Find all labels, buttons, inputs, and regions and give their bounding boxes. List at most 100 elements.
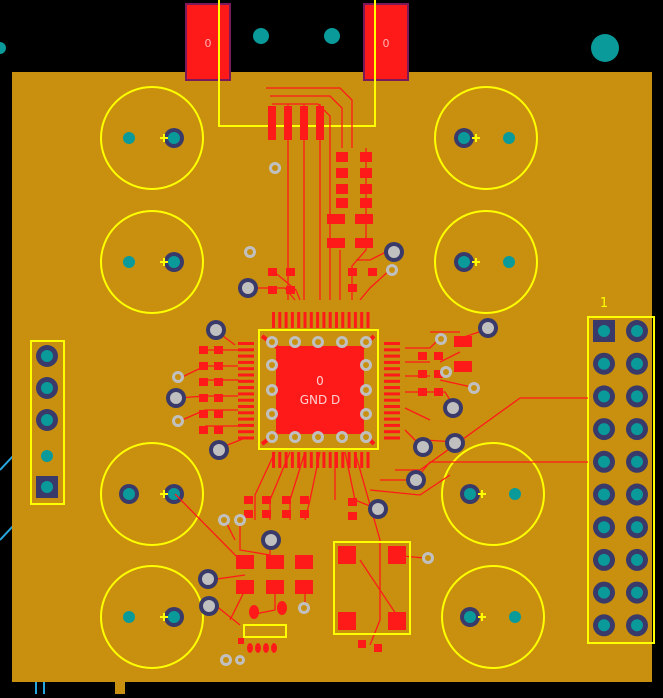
qfn-pin (309, 312, 313, 328)
via-hole (443, 369, 449, 375)
via-ring (482, 322, 494, 334)
header-hole (631, 521, 643, 534)
header-hole (598, 619, 610, 632)
via-ring (449, 437, 461, 449)
header-hole (598, 553, 610, 566)
via-hole (221, 517, 227, 523)
qfn-pin (284, 312, 288, 328)
qfn-pin (303, 312, 307, 328)
qfn-pin (303, 452, 307, 468)
qfn-pin (284, 452, 288, 468)
via-hole (237, 517, 243, 523)
qfn-pin (341, 452, 345, 468)
qfn-pin (278, 452, 282, 468)
via-hole (425, 555, 431, 561)
via-hole (301, 605, 307, 611)
qfn-pin (335, 312, 338, 328)
qfn-pin (384, 423, 400, 427)
header-hole (631, 390, 643, 403)
thermal-via-hole (363, 434, 369, 440)
usb-silkscreen (218, 0, 376, 127)
board-tab (115, 680, 125, 694)
qfn-pin (238, 342, 254, 345)
header-hole (598, 423, 610, 436)
qfn-pin (384, 392, 400, 396)
thermal-via-hole (269, 339, 275, 345)
qfn-pin (353, 452, 357, 468)
top-vias (0, 28, 619, 62)
via-ring (410, 474, 422, 486)
thermal-via-hole (269, 387, 275, 393)
header-hole (598, 455, 610, 468)
qfn-pin (384, 436, 400, 440)
via-ring (265, 534, 277, 546)
header-hole (631, 619, 643, 632)
usb-pad-left-label: 0 (205, 37, 212, 50)
qfn-pin (384, 360, 400, 364)
right-header: 1 (587, 296, 655, 644)
qfn-pin (238, 354, 254, 358)
header-hole (598, 390, 610, 403)
qfn-pin (290, 452, 294, 468)
qfn-pin (238, 360, 254, 364)
via-hole (389, 267, 395, 273)
qfn-pin (238, 417, 254, 421)
qfn-pin (341, 312, 345, 328)
left-header (30, 340, 65, 505)
header-hole (598, 488, 610, 501)
qfn-pin (360, 452, 364, 468)
via-ring (372, 503, 384, 515)
qfn-pin (272, 452, 275, 468)
qfn-pin (366, 452, 370, 468)
smd-pads (199, 106, 472, 653)
header-hole (631, 488, 643, 501)
via-ring (170, 392, 182, 404)
qfn-pin (238, 398, 254, 402)
via-hole (438, 336, 444, 342)
thermal-via-hole (269, 434, 275, 440)
usb-pad-right-label: 0 (383, 37, 390, 50)
thermal-via-hole (339, 339, 345, 345)
qfn-pin (316, 312, 320, 328)
qfn-pin (384, 386, 400, 390)
qfn-pin (297, 452, 301, 468)
thermal-via-hole (292, 434, 298, 440)
qfn-pin (278, 312, 282, 328)
qfn-pin (328, 312, 332, 328)
via-ring (210, 324, 222, 336)
qfn-pin (328, 452, 332, 468)
usb-connector: 0 0 (185, 0, 409, 127)
qfn-pin (347, 452, 351, 468)
qfn-pin (238, 373, 254, 377)
qfn-pin (238, 367, 254, 371)
header-hole (631, 455, 643, 468)
qfn-pin (322, 312, 326, 328)
via-hole (272, 165, 278, 171)
header-hole (631, 423, 643, 436)
qfn-pin (384, 342, 400, 345)
header-hole (631, 357, 643, 370)
qfn-pin (384, 379, 400, 383)
qfn-pin (238, 379, 254, 383)
via-hole (175, 418, 181, 424)
header-hole (598, 357, 610, 370)
via-hole (247, 249, 253, 255)
qfn-pin (384, 367, 400, 371)
board-edge-lines (0, 454, 45, 694)
usb-pad-right (363, 3, 409, 81)
large-footprints (100, 86, 545, 669)
qfn-pin (238, 411, 254, 415)
qfn-pin (384, 430, 400, 434)
qfn-pin (366, 312, 370, 328)
qfn-pin (347, 312, 351, 328)
thermal-via-hole (363, 411, 369, 417)
via-ring (447, 402, 459, 414)
via-hole (471, 385, 477, 391)
qfn-pin (360, 312, 364, 328)
qfn-pin (384, 373, 400, 377)
qfn-pin (238, 405, 254, 408)
thermal-via-hole (339, 434, 345, 440)
qfn-pin (316, 452, 320, 468)
qfn-pin (272, 312, 275, 328)
thermal-via-hole (315, 339, 321, 345)
